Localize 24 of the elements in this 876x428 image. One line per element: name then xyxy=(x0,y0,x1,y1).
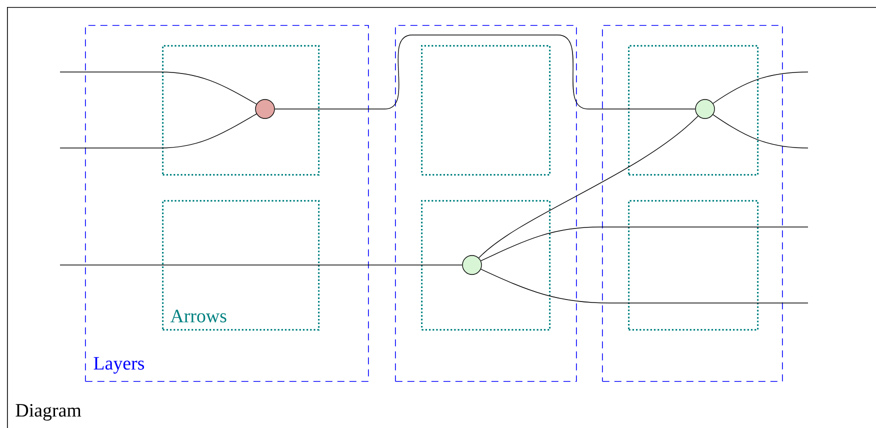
layer-box xyxy=(395,25,577,382)
connector xyxy=(478,116,698,258)
connector xyxy=(712,72,808,104)
connector xyxy=(480,226,808,262)
layer-box xyxy=(602,25,783,382)
connector xyxy=(60,72,257,104)
arrow-group-box xyxy=(421,45,551,176)
arrow-group-box xyxy=(421,200,551,331)
junction-circle xyxy=(695,99,715,119)
box-label: Arrows xyxy=(170,310,226,322)
arrow-group-box xyxy=(628,45,759,176)
connector xyxy=(274,34,696,110)
junction-circle xyxy=(255,99,275,119)
layer-box xyxy=(85,25,369,382)
box-label: Layers xyxy=(94,357,144,374)
box-label: Diagram xyxy=(16,404,82,421)
connector xyxy=(712,114,808,148)
arrow-group-box xyxy=(162,45,320,176)
junction-circle xyxy=(462,255,482,275)
connector xyxy=(480,268,808,304)
connector xyxy=(60,114,257,148)
connector xyxy=(60,264,462,266)
arrow-group-box xyxy=(628,200,759,331)
arrow-group-box xyxy=(162,200,320,331)
